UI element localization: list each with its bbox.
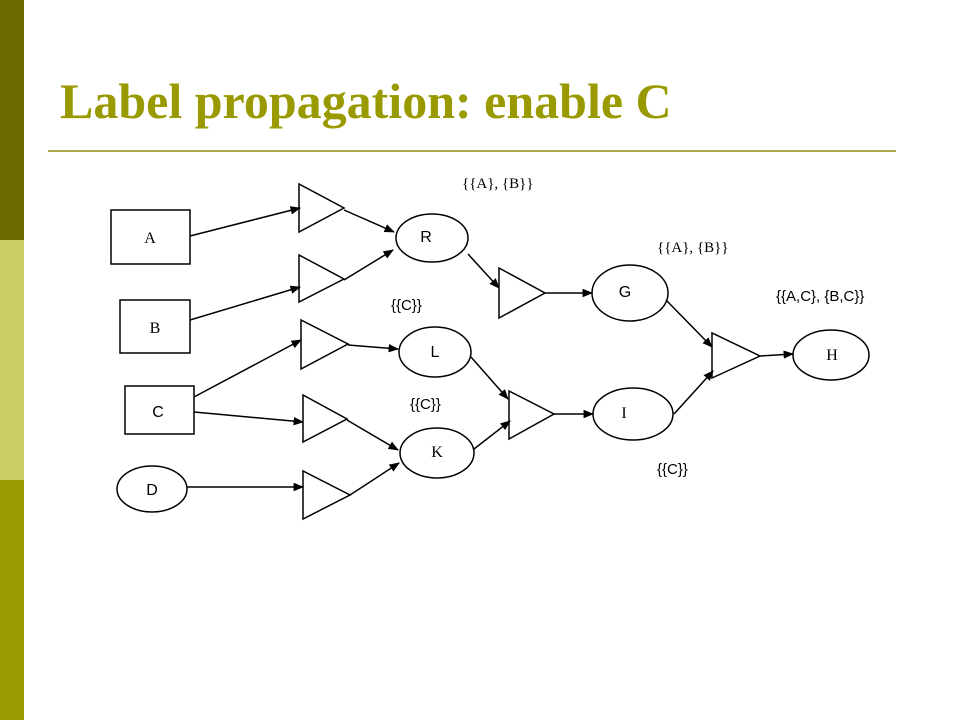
node-h-label: H [826, 347, 838, 364]
node-g-label: G [619, 284, 631, 301]
label-set-l: {{C}} [391, 297, 422, 314]
buffer-gate [711, 331, 762, 380]
node-r-label: R [420, 229, 432, 246]
node-i [592, 387, 674, 441]
sidebar-block-dark [0, 0, 24, 240]
sidebar-block-mid [0, 480, 24, 720]
node-l [398, 326, 472, 378]
buffer-gate [298, 253, 346, 304]
title-divider [48, 150, 896, 152]
label-set-i: {{C}} [657, 461, 688, 478]
node-l-label: L [431, 344, 440, 361]
node-k [399, 427, 475, 479]
input-b-label: B [150, 320, 161, 337]
sidebar-bar [0, 0, 24, 720]
buffer-gate [498, 266, 547, 320]
label-set-k: {{C}} [410, 396, 441, 413]
wire-k-buf7 [473, 420, 511, 450]
buffer-gate [298, 182, 346, 234]
wire-buf8-h [759, 350, 795, 359]
sidebar-block-light [0, 240, 24, 480]
wire-buf3-l [347, 344, 400, 353]
label-set-g: {{A}, {B}} [657, 240, 729, 256]
input-box-a [110, 209, 191, 265]
wire-buf2-r [343, 249, 394, 281]
input-c-label: C [152, 404, 164, 421]
input-d-label: D [146, 482, 158, 499]
wire-r-buf6 [467, 253, 500, 289]
label-set-h: {{A,C}, {B,C}} [776, 288, 864, 305]
label-set-r: {{A}, {B}} [462, 176, 534, 192]
wire-buf1-r [343, 209, 395, 233]
wire-buf5-k [349, 462, 400, 496]
node-i-label: I [621, 405, 626, 422]
node-h [792, 329, 870, 381]
wire-c-buf3 [193, 339, 302, 398]
wire-g-buf8 [665, 299, 713, 348]
wire-b-buf2 [189, 285, 302, 321]
wire-buf4-k [346, 419, 399, 451]
input-node-d [116, 465, 188, 513]
node-k-label: K [431, 444, 443, 461]
wire-a-buf1 [189, 206, 302, 237]
wire-c-buf4 [193, 411, 305, 426]
input-box-c [124, 385, 195, 435]
input-a-label: A [144, 230, 156, 247]
buffer-gate [300, 318, 350, 371]
node-r [395, 213, 469, 263]
input-box-b [119, 299, 191, 354]
slide-title: Label propagation: enable C [60, 73, 672, 129]
buffer-gate [302, 469, 352, 521]
buffer-gate [302, 393, 349, 444]
node-g [591, 264, 669, 322]
wire-i-buf8 [673, 370, 714, 415]
wire-l-buf7 [470, 356, 509, 400]
buffer-gate [508, 389, 556, 441]
